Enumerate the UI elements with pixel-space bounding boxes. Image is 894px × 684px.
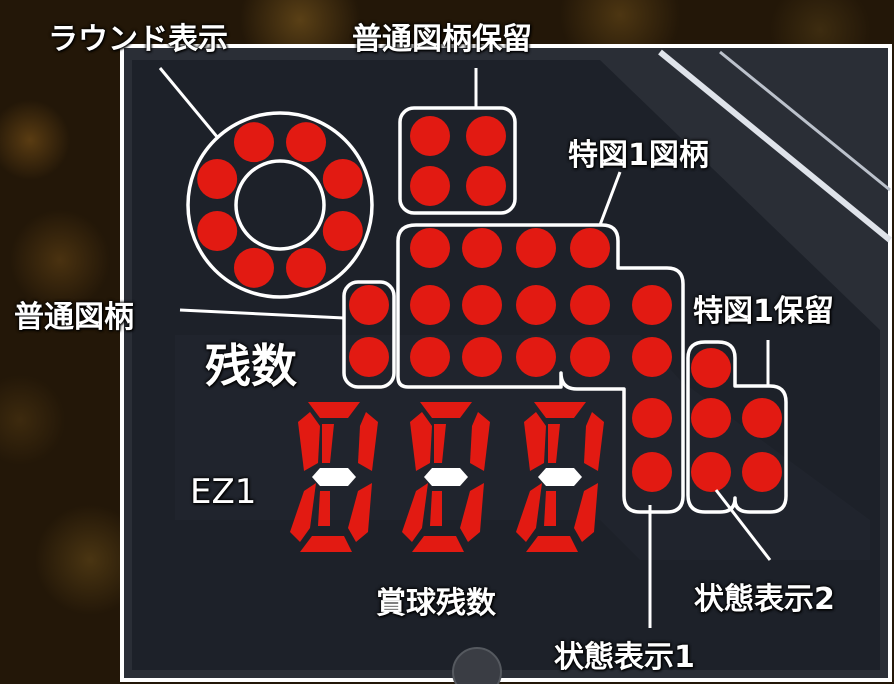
- segment-b: [358, 412, 378, 471]
- label-special1-hold: 特図1保留: [693, 294, 834, 329]
- special1-led: [632, 285, 672, 325]
- special1-led: [632, 398, 672, 438]
- normal-symbol-led: [349, 337, 389, 377]
- segment-f: [410, 412, 432, 471]
- special1-led: [570, 228, 610, 268]
- label-ez1: EZ1: [190, 472, 257, 512]
- special1-symbol-group: [396, 223, 685, 514]
- normal-hold-led: [466, 166, 506, 206]
- normal-symbol-hold-group: [398, 106, 517, 215]
- round-led: [286, 247, 327, 288]
- round-led: [197, 158, 238, 199]
- segment-inner-ll: [430, 491, 442, 526]
- status2-led: [742, 398, 782, 438]
- leader-round: [158, 67, 220, 139]
- round-led: [322, 158, 363, 199]
- segment-e: [516, 483, 542, 542]
- label-remaining-count: 残数: [205, 339, 297, 393]
- segment-g: [538, 468, 582, 486]
- round-led: [233, 247, 274, 288]
- round-led: [322, 211, 363, 252]
- segment-f: [524, 412, 546, 471]
- segment-d: [300, 536, 352, 552]
- special1-led: [516, 228, 556, 268]
- special1-led: [516, 285, 556, 325]
- round-led: [197, 211, 238, 252]
- segment-inner-ul: [434, 424, 446, 463]
- diagonal-stripe-2: [719, 50, 891, 192]
- round-display-inner: [234, 159, 326, 251]
- special1-led: [410, 285, 450, 325]
- special1-led: [410, 337, 450, 377]
- diagonal-stripe-1: [658, 49, 892, 243]
- special1-led: [410, 228, 450, 268]
- normal-symbol-led: [349, 285, 389, 325]
- segment-e: [402, 483, 428, 542]
- segment-c: [574, 483, 598, 542]
- label-normal-symbol: 普通図柄: [14, 300, 134, 335]
- status2-led: [691, 398, 731, 438]
- segment-a: [420, 402, 472, 418]
- normal-symbol-group: [342, 280, 396, 389]
- segment-inner-ul: [322, 424, 334, 463]
- status2-led: [691, 452, 731, 492]
- special1-led: [570, 285, 610, 325]
- round-display-outer: [186, 111, 374, 299]
- segment-f: [298, 412, 320, 471]
- segment-c: [460, 483, 484, 542]
- special1-led: [462, 285, 502, 325]
- leader-status2: [714, 489, 772, 561]
- normal-hold-led: [410, 166, 450, 206]
- special1-led: [516, 337, 556, 377]
- label-status-display-1: 状態表示1: [554, 640, 695, 675]
- normal-hold-led: [410, 116, 450, 156]
- round-led: [233, 122, 274, 163]
- label-round-display: ラウンド表示: [48, 22, 228, 57]
- round-led: [286, 122, 327, 163]
- segment-a: [308, 402, 360, 418]
- label-prize-ball-remaining: 賞球残数: [376, 586, 496, 621]
- status2-led: [742, 452, 782, 492]
- screw-icon: [452, 647, 502, 684]
- segment-c: [348, 483, 372, 542]
- status2-led: [691, 348, 731, 388]
- segment-inner-ll: [544, 491, 556, 526]
- special1-led: [462, 337, 502, 377]
- label-status-display-2: 状態表示2: [694, 582, 835, 617]
- label-special1-symbol: 特図1図柄: [568, 138, 709, 173]
- segment-e: [290, 483, 316, 542]
- segment-b: [470, 412, 490, 471]
- special1-led: [462, 228, 502, 268]
- inner-recess: [175, 335, 870, 560]
- special1-led: [632, 337, 672, 377]
- special1-led: [570, 337, 610, 377]
- special1-led: [632, 452, 672, 492]
- segment-inner-ll: [318, 491, 330, 526]
- normal-hold-led: [466, 116, 506, 156]
- segment-a: [534, 402, 586, 418]
- segment-inner-ul: [548, 424, 560, 463]
- segment-g: [424, 468, 468, 486]
- segment-g: [312, 468, 356, 486]
- segment-d: [526, 536, 578, 552]
- segment-d: [412, 536, 464, 552]
- leader-special1: [598, 171, 622, 226]
- leader-normal: [179, 308, 345, 320]
- status-display-2-group: [686, 340, 788, 514]
- segment-b: [584, 412, 604, 471]
- label-normal-symbol-hold: 普通図柄保留: [352, 22, 532, 57]
